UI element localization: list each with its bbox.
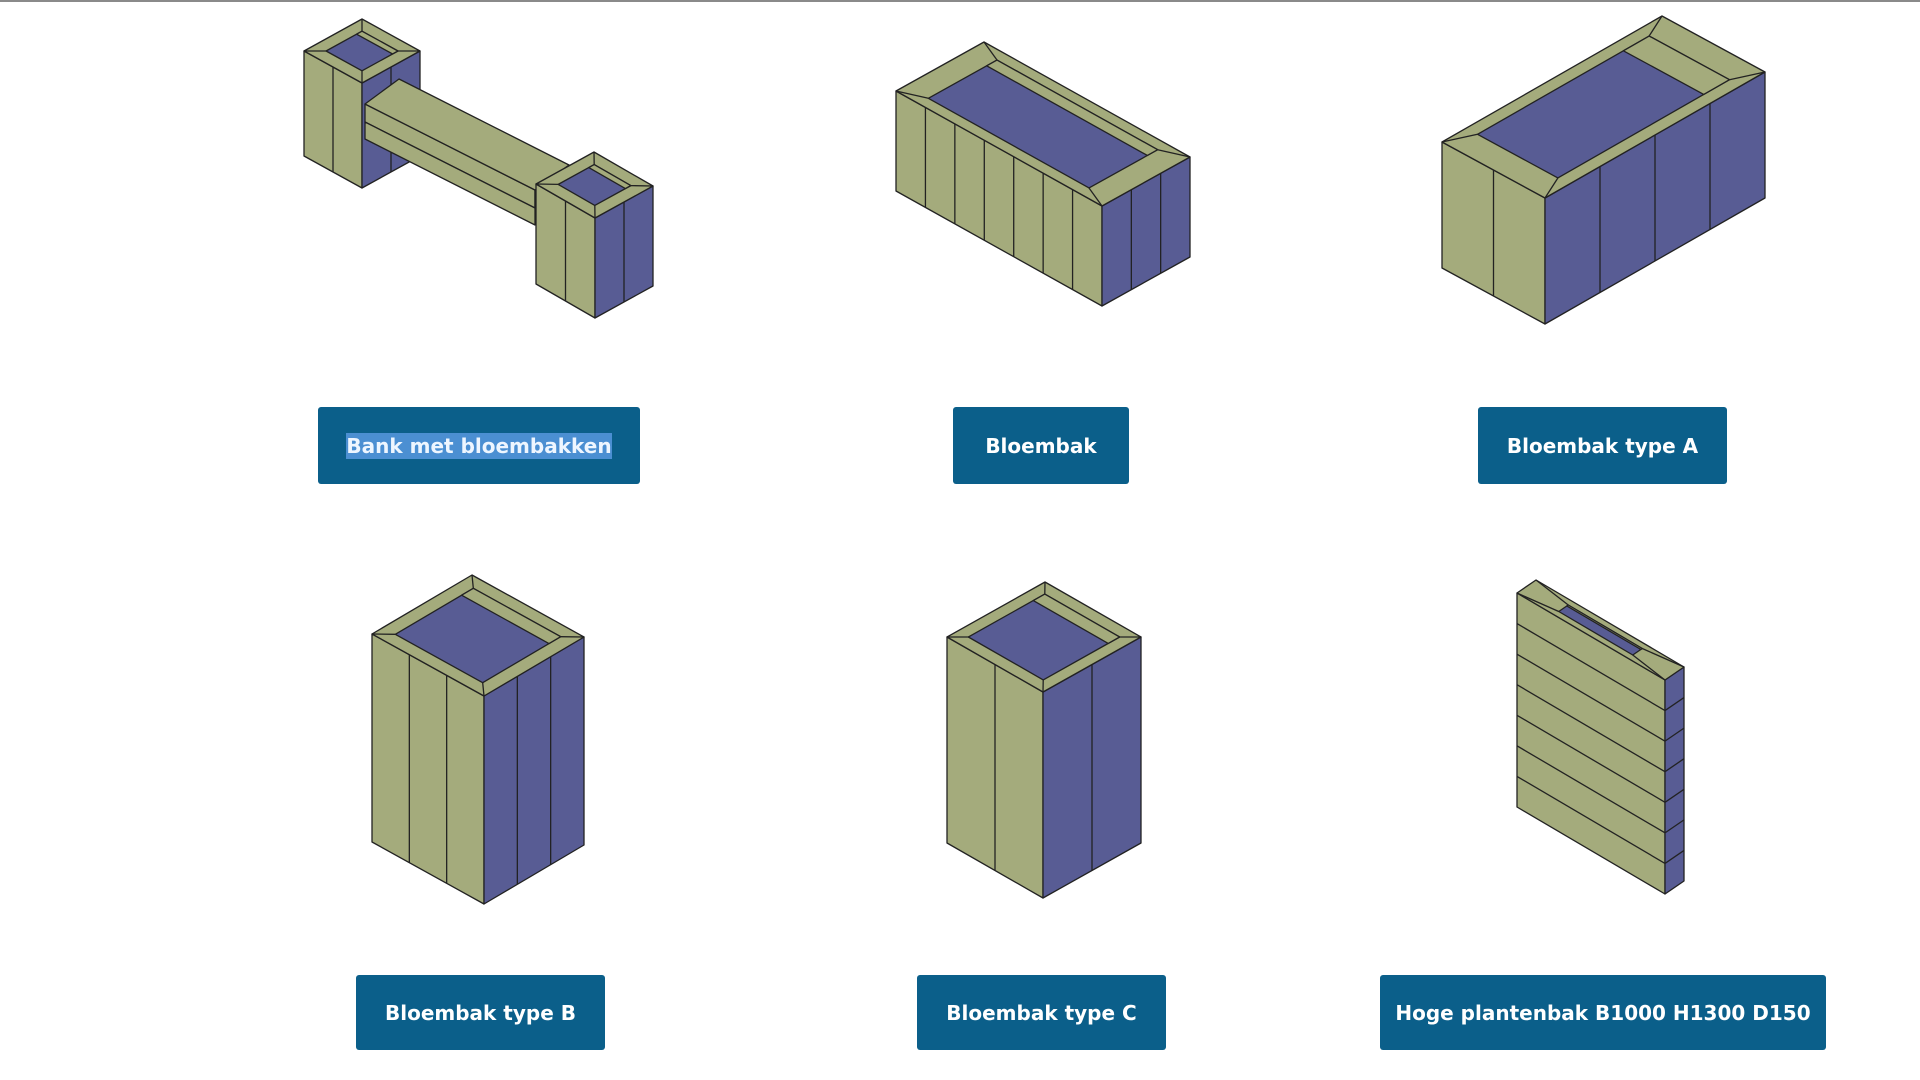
product-button-bloembak[interactable]: Bloembak (953, 407, 1129, 484)
product-label: Bloembak type C (946, 1000, 1137, 1025)
bench-with-planters-icon (303, 18, 654, 319)
product-label: Bank met bloembakken (346, 432, 612, 459)
right-face (1664, 666, 1685, 895)
product-button-bank-met-bloembakken[interactable]: Bank met bloembakken (318, 407, 640, 484)
product-label: Bloembak (985, 433, 1097, 458)
tall-planter-panel-icon (1516, 579, 1685, 895)
left-face (1516, 592, 1666, 895)
planter-type-b-icon (371, 574, 585, 905)
top-rim (364, 78, 570, 191)
planter-icon (895, 41, 1191, 307)
product-button-bloembak-type-a[interactable]: Bloembak type A (1478, 407, 1727, 484)
product-button-bloembak-type-b[interactable]: Bloembak type B (356, 975, 605, 1050)
product-button-bloembak-type-c[interactable]: Bloembak type C (917, 975, 1166, 1050)
product-label: Hoge plantenbak B1000 H1300 D150 (1395, 1000, 1811, 1025)
planter-type-a-icon (1441, 15, 1766, 325)
product-label: Bloembak type B (384, 1000, 576, 1025)
top-border (0, 0, 1920, 2)
product-button-hoge-plantenbak[interactable]: Hoge plantenbak B1000 H1300 D150 (1380, 975, 1826, 1050)
planter-type-c-icon (946, 581, 1142, 899)
product-label: Bloembak type A (1506, 433, 1699, 458)
